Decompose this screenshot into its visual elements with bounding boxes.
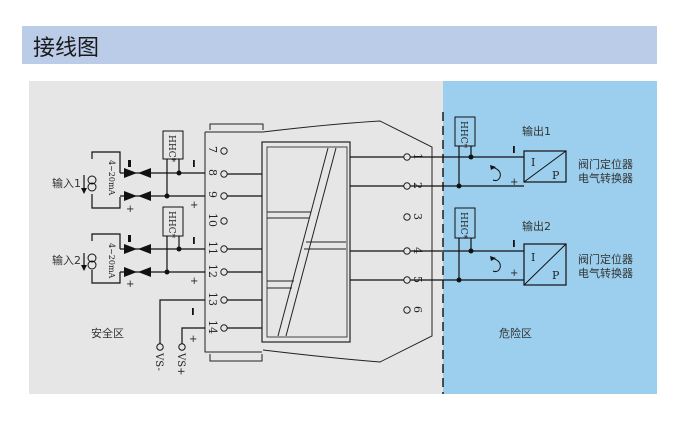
hazard-zone-label: 危险区 [499, 326, 532, 340]
terminal-label: 7 [206, 146, 219, 153]
plus-mark: + [189, 334, 197, 345]
terminal-label: 14 [206, 320, 219, 334]
plus-mark: + [126, 279, 134, 290]
terminal-7[interactable]: 7 [206, 146, 228, 155]
minus-mark [128, 235, 131, 242]
left-internal-wires [227, 173, 262, 329]
vs-plus-terminal[interactable] [178, 343, 186, 351]
input-2-label: 输入2 [52, 253, 81, 267]
right-internal-wires [350, 156, 404, 281]
input-2-circuit: 输入2 4~20mA + HHC* + [52, 206, 205, 290]
device-label: 阀门定位器 [578, 252, 633, 266]
hazard-zone [443, 81, 657, 394]
page-title: 接线图 [33, 36, 100, 61]
input-1-label: 输入1 [52, 176, 81, 190]
vs-plus-label: VS+ [175, 352, 186, 375]
p-label: P [552, 269, 560, 282]
device-label: 阀门定位器 [578, 157, 633, 171]
plus-mark: + [510, 268, 518, 279]
output-1-circuit: HHC* 输出1 + I P 阀门定位器 电气转换器 [410, 116, 633, 189]
plus-mark: + [126, 204, 134, 215]
down-arrow-icon [81, 175, 87, 194]
terminal-label: 12 [206, 264, 219, 278]
terminal-label: 9 [206, 191, 219, 198]
device-label: 电气转换器 [578, 266, 633, 280]
p-label: P [552, 169, 560, 182]
loop-arrow-icon [491, 257, 501, 273]
terminal-label: 10 [206, 213, 219, 227]
hhc-label: HHC* [166, 211, 176, 239]
terminal-6[interactable]: 6 [403, 306, 424, 314]
input-1-circuit: 输入1 4~20mA + HHC* + [52, 130, 205, 215]
plus-mark: + [510, 177, 518, 188]
terminal-3[interactable]: 3 [403, 213, 424, 221]
terminal-label: 8 [206, 169, 219, 176]
zener-barrier-icon [124, 244, 151, 277]
minus-mark [193, 237, 195, 244]
i-label: I [531, 156, 535, 169]
zener-barrier-icon [124, 168, 151, 201]
minus-mark [513, 240, 515, 247]
minus-mark [192, 308, 194, 315]
ip-converter-1: I P [523, 150, 567, 183]
loop-arrow-icon [491, 166, 501, 182]
device-label: 电气转换器 [578, 171, 633, 185]
ip-converter-2: I P [523, 243, 567, 286]
output-1-label: 输出1 [522, 124, 551, 138]
input-2-range: 4~20mA [107, 243, 116, 279]
terminal-label: 13 [206, 292, 219, 306]
current-source-icon [87, 175, 97, 192]
terminal-label: 6 [411, 306, 424, 313]
vs-minus-terminal[interactable] [156, 343, 164, 351]
i-label: I [531, 251, 535, 264]
plus-mark: + [190, 200, 198, 211]
safe-zone-label: 安全区 [91, 326, 124, 340]
power-supply: VS- VS+ + [153, 299, 205, 375]
safe-zone [29, 81, 443, 394]
plus-mark: + [190, 276, 198, 287]
hhc-2: HHC* [162, 206, 184, 275]
terminal-10[interactable]: 10 [206, 213, 228, 227]
hhc-label: HHC* [458, 212, 468, 240]
output-2-label: 输出2 [522, 219, 551, 233]
isolator-module [204, 120, 433, 363]
current-source-icon [87, 253, 97, 270]
minus-mark [193, 160, 195, 167]
terminal-label: 11 [206, 241, 219, 255]
title-bar: 接线图 [22, 26, 657, 64]
hhc-label: HHC* [166, 135, 176, 163]
terminal-label: 3 [411, 213, 424, 220]
down-arrow-icon [81, 253, 87, 271]
minus-mark [513, 146, 515, 153]
hhc-label: HHC* [458, 121, 468, 149]
minus-mark [128, 160, 131, 167]
vs-minus-label: VS- [153, 352, 164, 371]
output-2-circuit: HHC* 输出2 + I P 阀门定位器 电气转换器 [410, 207, 633, 286]
input-1-range: 4~20mA [107, 160, 116, 196]
hhc-1: HHC* [162, 130, 184, 199]
